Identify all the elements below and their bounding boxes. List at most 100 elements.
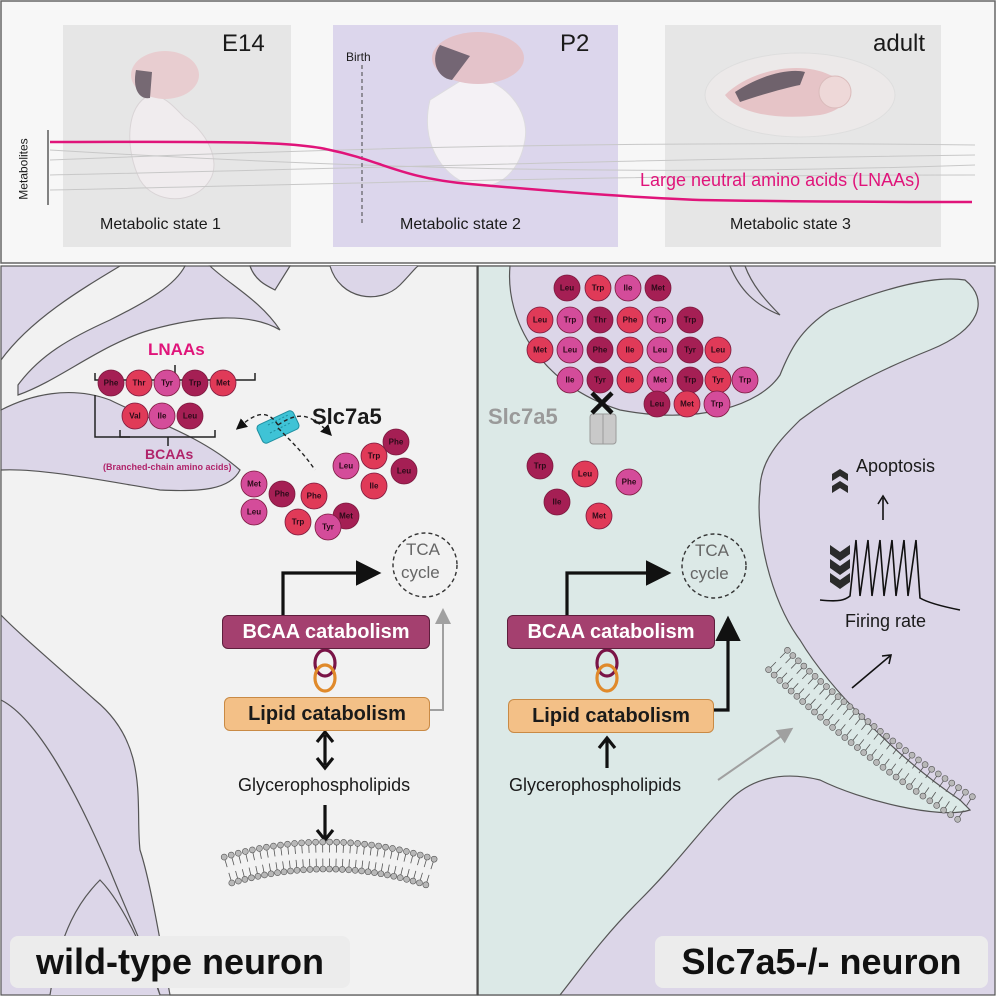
outside-aa-circle: Ile bbox=[616, 336, 644, 364]
stage-adult: adult bbox=[873, 30, 926, 57]
lnaa-circle: Thr bbox=[125, 369, 153, 397]
svg-text:Tyr: Tyr bbox=[594, 376, 606, 385]
glycerophospholipids-label: Glycerophospholipids bbox=[238, 775, 411, 795]
outside-aa-circle: Leu bbox=[526, 306, 554, 334]
svg-text:Ile: Ile bbox=[626, 376, 635, 385]
ko-glycerophospholipids-label: Glycerophospholipids bbox=[509, 775, 682, 795]
firing-rate-label: Firing rate bbox=[845, 611, 927, 631]
firing-rate-trace bbox=[819, 539, 961, 611]
svg-text:Phe: Phe bbox=[307, 492, 322, 501]
svg-text:Ile: Ile bbox=[566, 376, 575, 385]
ko-slc7a5-label: Slc7a5 bbox=[488, 404, 558, 429]
outside-aa-circle: Ile bbox=[616, 366, 644, 394]
ko-tca-label-1: TCA bbox=[695, 541, 729, 560]
svg-text:Met: Met bbox=[680, 400, 694, 409]
ko-inside-aa-circle: Ile bbox=[543, 488, 571, 516]
svg-text:Phe: Phe bbox=[623, 316, 638, 325]
svg-text:Met: Met bbox=[533, 346, 547, 355]
state-2-label: Metabolic state 2 bbox=[400, 216, 521, 233]
outside-aa-circle: Tyr bbox=[676, 336, 704, 364]
up-arrow-apoptosis bbox=[877, 494, 889, 520]
ko-inside-aa-circle: Trp bbox=[526, 452, 554, 480]
svg-text:Ile: Ile bbox=[624, 284, 633, 293]
slc7a5-blocked-transporter bbox=[589, 413, 617, 445]
outside-aa-circle: Phe bbox=[586, 336, 614, 364]
svg-text:Leu: Leu bbox=[560, 284, 574, 293]
svg-text:Leu: Leu bbox=[247, 508, 261, 517]
bcaa-circle: Val bbox=[121, 402, 149, 430]
svg-text:Val: Val bbox=[129, 412, 141, 421]
svg-text:Leu: Leu bbox=[563, 346, 577, 355]
ko-inside-aa-circle: Phe bbox=[615, 468, 643, 496]
lnaa-curve-label: Large neutral amino acids (LNAAs) bbox=[640, 170, 921, 190]
block-x-icon bbox=[590, 391, 614, 415]
svg-text:Trp: Trp bbox=[711, 400, 724, 409]
outside-aa-circle: Trp bbox=[731, 366, 759, 394]
svg-text:Leu: Leu bbox=[650, 400, 664, 409]
svg-text:Trp: Trp bbox=[189, 379, 202, 388]
svg-text:Leu: Leu bbox=[397, 467, 411, 476]
svg-text:Tyr: Tyr bbox=[161, 379, 173, 388]
svg-text:Ile: Ile bbox=[553, 498, 562, 507]
svg-text:Trp: Trp bbox=[292, 518, 305, 527]
bcaas-full-label: (Branched-chain amino acids) bbox=[103, 462, 232, 472]
tca-cycle-circle bbox=[392, 532, 458, 598]
inside-aa-circle: Phe bbox=[268, 480, 296, 508]
ko-inside-aa-circle: Leu bbox=[571, 460, 599, 488]
svg-text:Trp: Trp bbox=[592, 284, 605, 293]
ko-lipid-catabolism-box: Lipid catabolism bbox=[508, 699, 714, 733]
outside-aa-circle: Ile bbox=[614, 274, 642, 302]
outside-aa-circle: Tyr bbox=[586, 366, 614, 394]
timeline-panel bbox=[0, 0, 996, 264]
wildtype-badge: wild-type neuron bbox=[10, 936, 350, 988]
svg-text:Trp: Trp bbox=[564, 316, 577, 325]
lnaas-label: LNAAs bbox=[148, 340, 205, 359]
outside-aa-circle: Leu bbox=[643, 390, 671, 418]
svg-text:Ile: Ile bbox=[158, 412, 167, 421]
pup-illustration bbox=[426, 32, 527, 187]
outside-aa-circle: Ile bbox=[556, 366, 584, 394]
outside-aa-circle: Leu bbox=[646, 336, 674, 364]
knockout-membrane bbox=[765, 647, 976, 823]
state-1-label: Metabolic state 1 bbox=[100, 216, 221, 233]
svg-text:Phe: Phe bbox=[104, 379, 119, 388]
lnaa-circle: Trp bbox=[181, 369, 209, 397]
outside-aa-circle: Trp bbox=[676, 366, 704, 394]
svg-text:Leu: Leu bbox=[711, 346, 725, 355]
wildtype-membrane bbox=[220, 838, 438, 889]
y-axis-label: Metabolites bbox=[16, 138, 31, 200]
stage-e14: E14 bbox=[222, 30, 265, 57]
svg-text:Phe: Phe bbox=[622, 478, 637, 487]
inside-aa-circle: Leu bbox=[240, 498, 268, 526]
wildtype-dendrite bbox=[329, 265, 419, 298]
svg-text:Met: Met bbox=[651, 284, 665, 293]
slc7a5-transporter bbox=[256, 410, 300, 444]
svg-text:Met: Met bbox=[216, 379, 230, 388]
lipid-catabolism-box: Lipid catabolism bbox=[224, 697, 430, 731]
ko-tca-label-2: cycle bbox=[690, 564, 729, 583]
svg-text:Leu: Leu bbox=[533, 316, 547, 325]
svg-text:Met: Met bbox=[592, 512, 606, 521]
svg-text:Tyr: Tyr bbox=[322, 523, 334, 532]
svg-text:Phe: Phe bbox=[275, 490, 290, 499]
svg-text:Thr: Thr bbox=[594, 316, 607, 325]
apoptosis-label: Apoptosis bbox=[856, 456, 936, 476]
outside-aa-circle: Leu bbox=[704, 336, 732, 364]
outside-aa-circle: Trp bbox=[646, 306, 674, 334]
increase-chevrons-icon bbox=[830, 469, 850, 589]
svg-text:Trp: Trp bbox=[684, 376, 697, 385]
ko-bcaa-catabolism-box: BCAA catabolism bbox=[507, 615, 715, 649]
svg-text:Ile: Ile bbox=[370, 482, 379, 491]
tca-label-2: cycle bbox=[401, 563, 440, 582]
svg-text:Phe: Phe bbox=[593, 346, 608, 355]
lnaa-circle: Phe bbox=[97, 369, 125, 397]
inside-aa-circle: Leu bbox=[390, 457, 418, 485]
svg-text:Leu: Leu bbox=[339, 462, 353, 471]
outside-aa-circle: Tyr bbox=[704, 366, 732, 394]
tca-label-1: TCA bbox=[406, 540, 440, 559]
chain-link-icon bbox=[313, 648, 337, 693]
adult-brain-illustration bbox=[704, 52, 896, 138]
lnaa-circle: Met bbox=[209, 369, 237, 397]
slc7a5-label: Slc7a5 bbox=[312, 404, 382, 429]
